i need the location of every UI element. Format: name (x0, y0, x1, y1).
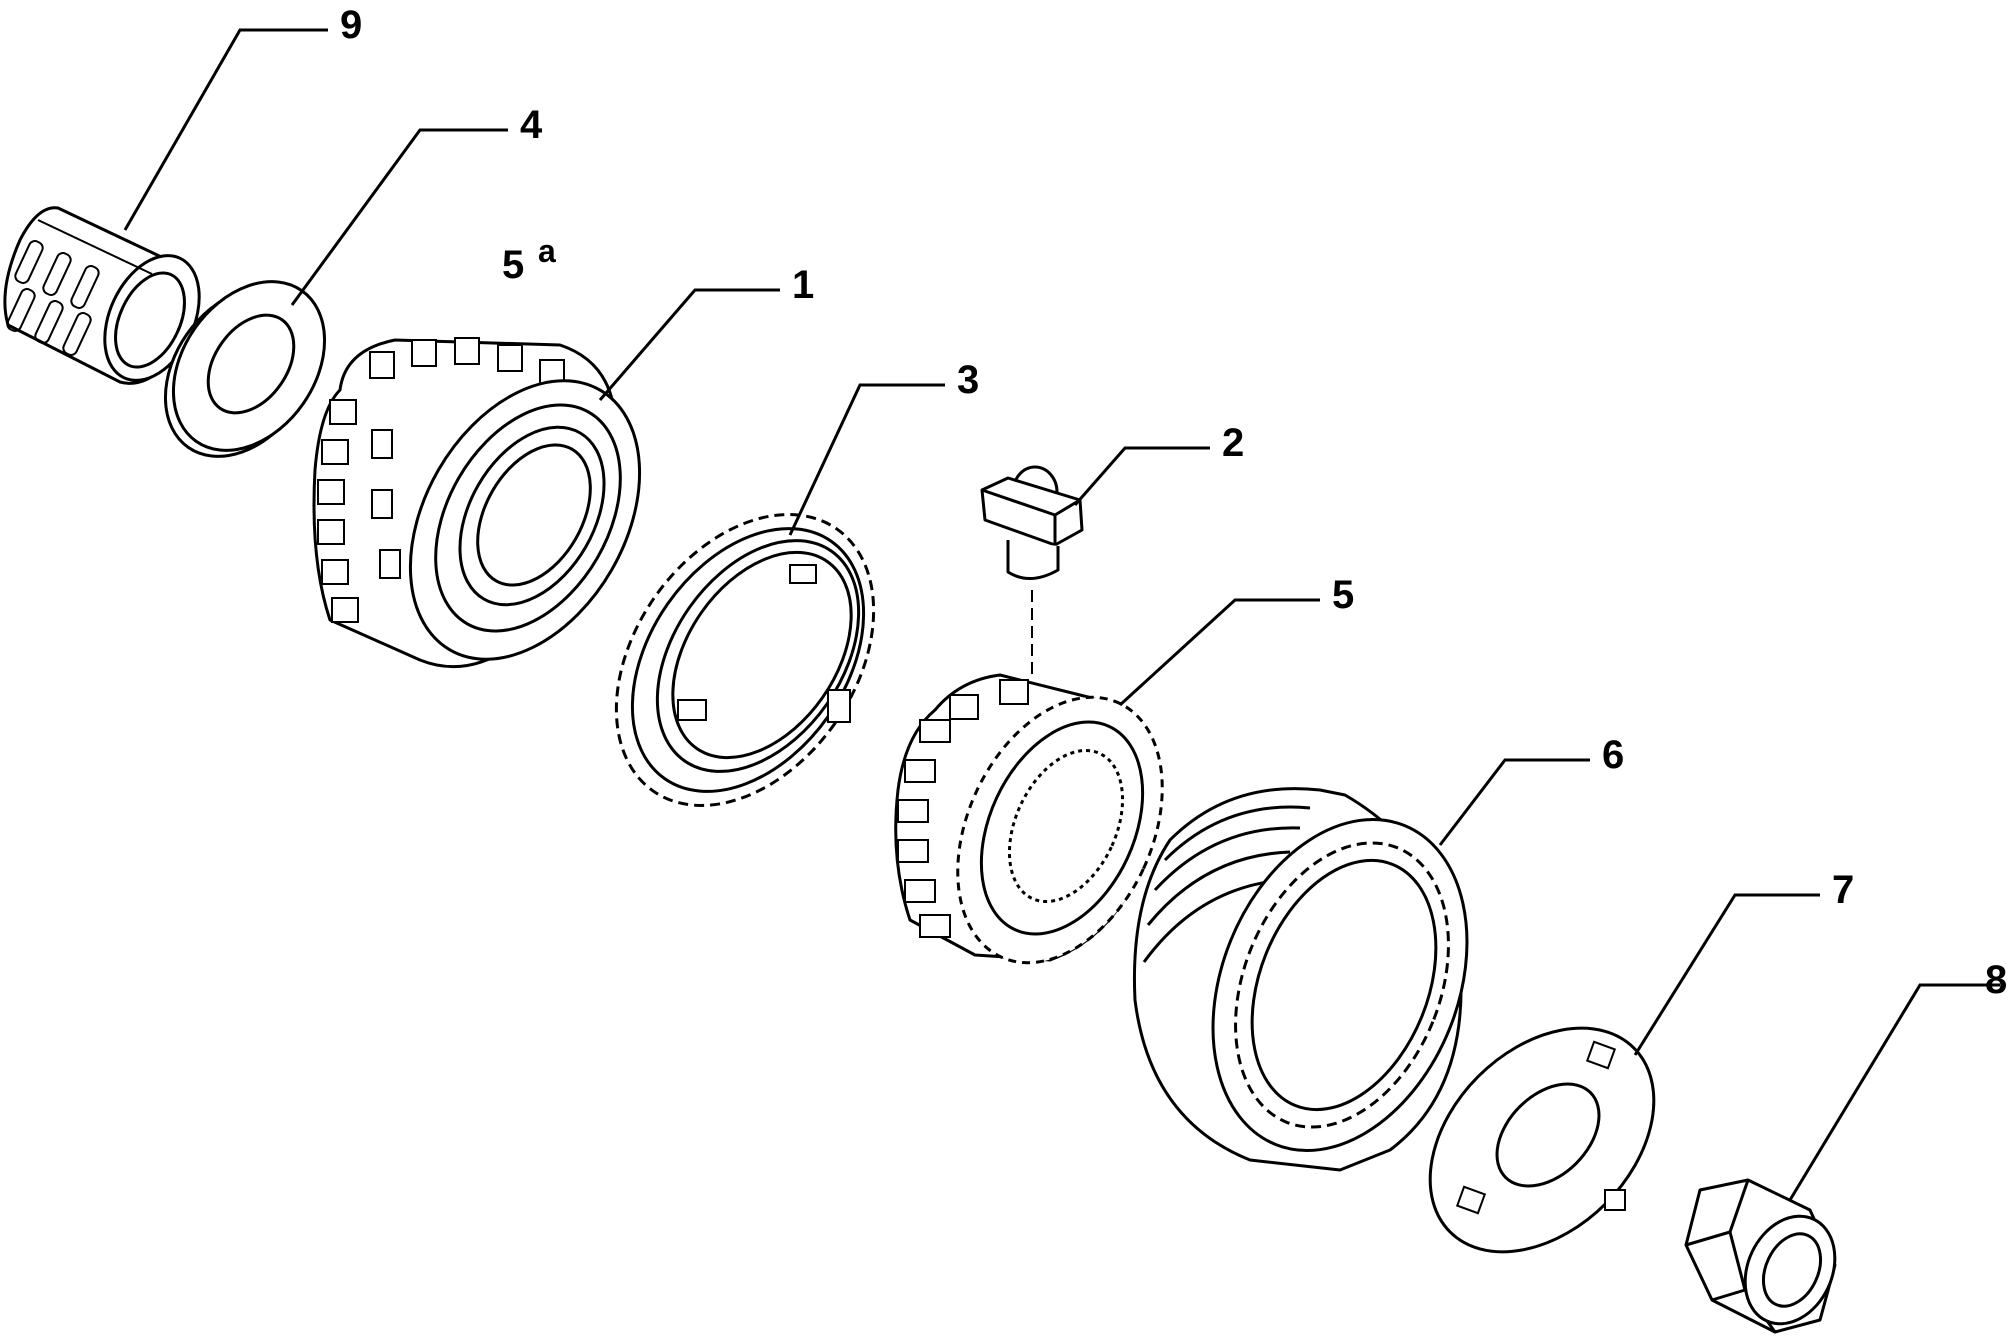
leader-7 (1633, 893, 1820, 1056)
leader-2 (1073, 446, 1210, 506)
sliding-sleeve (1132, 787, 1469, 1172)
callout-2: 2 (1222, 421, 1244, 465)
needle-roller-bearing (3, 206, 201, 385)
leader-8 (1788, 983, 2000, 1201)
synchronizer-ring (614, 513, 876, 807)
fifth-speed-gear (312, 337, 642, 669)
callout-labels: 9 4 1 3 2 5 6 7 8 (340, 3, 2007, 1002)
leader-lines (123, 28, 2000, 1201)
callout-9: 9 (340, 3, 362, 47)
leader-6 (1438, 758, 1590, 846)
leader-1 (598, 288, 780, 401)
leader-5 (1118, 598, 1320, 707)
hex-nut (1684, 1178, 1837, 1334)
callout-5: 5 (1332, 573, 1354, 617)
callout-4: 4 (520, 103, 543, 147)
callout-3: 3 (957, 358, 979, 402)
leader-4 (290, 128, 508, 306)
callout-1: 1 (792, 263, 814, 307)
detent-plunger (980, 465, 1084, 680)
section-title-superscript: a (538, 233, 556, 269)
leader-3 (788, 383, 945, 536)
synchronizer-hub (894, 673, 1164, 965)
section-title: 5 a (502, 233, 556, 287)
callout-8: 8 (1985, 958, 2007, 1002)
thrust-washer (163, 280, 327, 458)
leader-9 (123, 28, 328, 231)
lock-washer (1428, 1026, 1656, 1254)
callout-7: 7 (1832, 868, 1854, 912)
callout-6: 6 (1602, 733, 1624, 777)
section-title-number: 5 (502, 243, 524, 287)
